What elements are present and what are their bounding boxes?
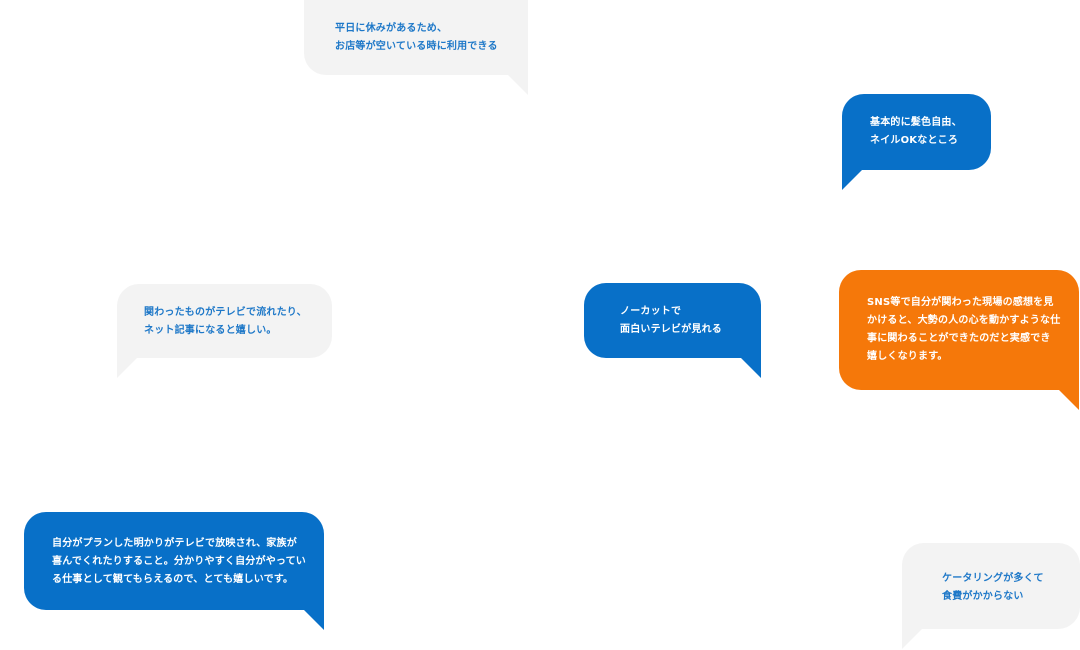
bubble-text-line: 関わったものがテレビで流れたり、 (144, 307, 307, 318)
bubble-text-line: かけると、大勢の人の心を動かすような仕 (867, 315, 1061, 326)
speech-bubble-tail (902, 629, 922, 649)
speech-bubble-tail (117, 358, 137, 378)
speech-bubble-weekday-off: 平日に休みがあるため、 お店等が空いている時に利用できる (304, 0, 528, 75)
speech-bubble-tail (842, 170, 862, 190)
speech-bubble-tail (741, 358, 761, 378)
speech-bubble-hair-color: 基本的に髪色自由、 ネイルOKなところ (842, 94, 991, 170)
bubble-text-line: 面白いテレビが見れる (620, 324, 722, 335)
bubble-text-line: お店等が空いている時に利用できる (335, 41, 498, 52)
bubble-text-line: 食費がかからない (942, 591, 1024, 602)
speech-bubble-tail (304, 610, 324, 630)
speech-bubble-uncut-tv: ノーカットで 面白いテレビが見れる (584, 283, 761, 358)
speech-bubble-tail (1059, 390, 1079, 410)
bubble-text-line: 自分がプランした明かりがテレビで放映され、家族が (52, 538, 297, 549)
bubble-text-line: 嬉しくなります。 (867, 351, 948, 362)
bubble-text-line: SNS等で自分が関わった現場の感想を見 (867, 297, 1054, 308)
speech-bubble-sns-feedback: SNS等で自分が関わった現場の感想を見 かけると、大勢の人の心を動かすような仕 … (839, 270, 1079, 390)
bubble-text-line: 平日に休みがあるため、 (335, 23, 448, 34)
bubble-text-line: ケータリングが多くて (942, 573, 1044, 584)
speech-bubble-tv-broadcast: 関わったものがテレビで流れたり、 ネット記事になると嬉しい。 (117, 284, 332, 358)
speech-bubble-catering: ケータリングが多くて 食費がかからない (902, 543, 1080, 629)
speech-bubble-lighting-plan: 自分がプランした明かりがテレビで放映され、家族が 喜んでくれたりすること。分かり… (24, 512, 324, 610)
speech-bubble-tail (508, 75, 528, 95)
bubble-text-line: る仕事として観てもらえるので、とても嬉しいです。 (52, 574, 294, 585)
bubble-text-line: ネイルOKなところ (870, 135, 959, 146)
bubble-text-line: ノーカットで (620, 306, 682, 317)
bubble-text-line: 基本的に髪色自由、 (870, 117, 962, 128)
bubble-text-line: 事に関わることができたのだと実感でき (867, 333, 1051, 344)
bubble-text-line: 喜んでくれたりすること。分かりやすく自分がやってい (52, 556, 306, 567)
bubble-text-line: ネット記事になると嬉しい。 (144, 325, 277, 336)
